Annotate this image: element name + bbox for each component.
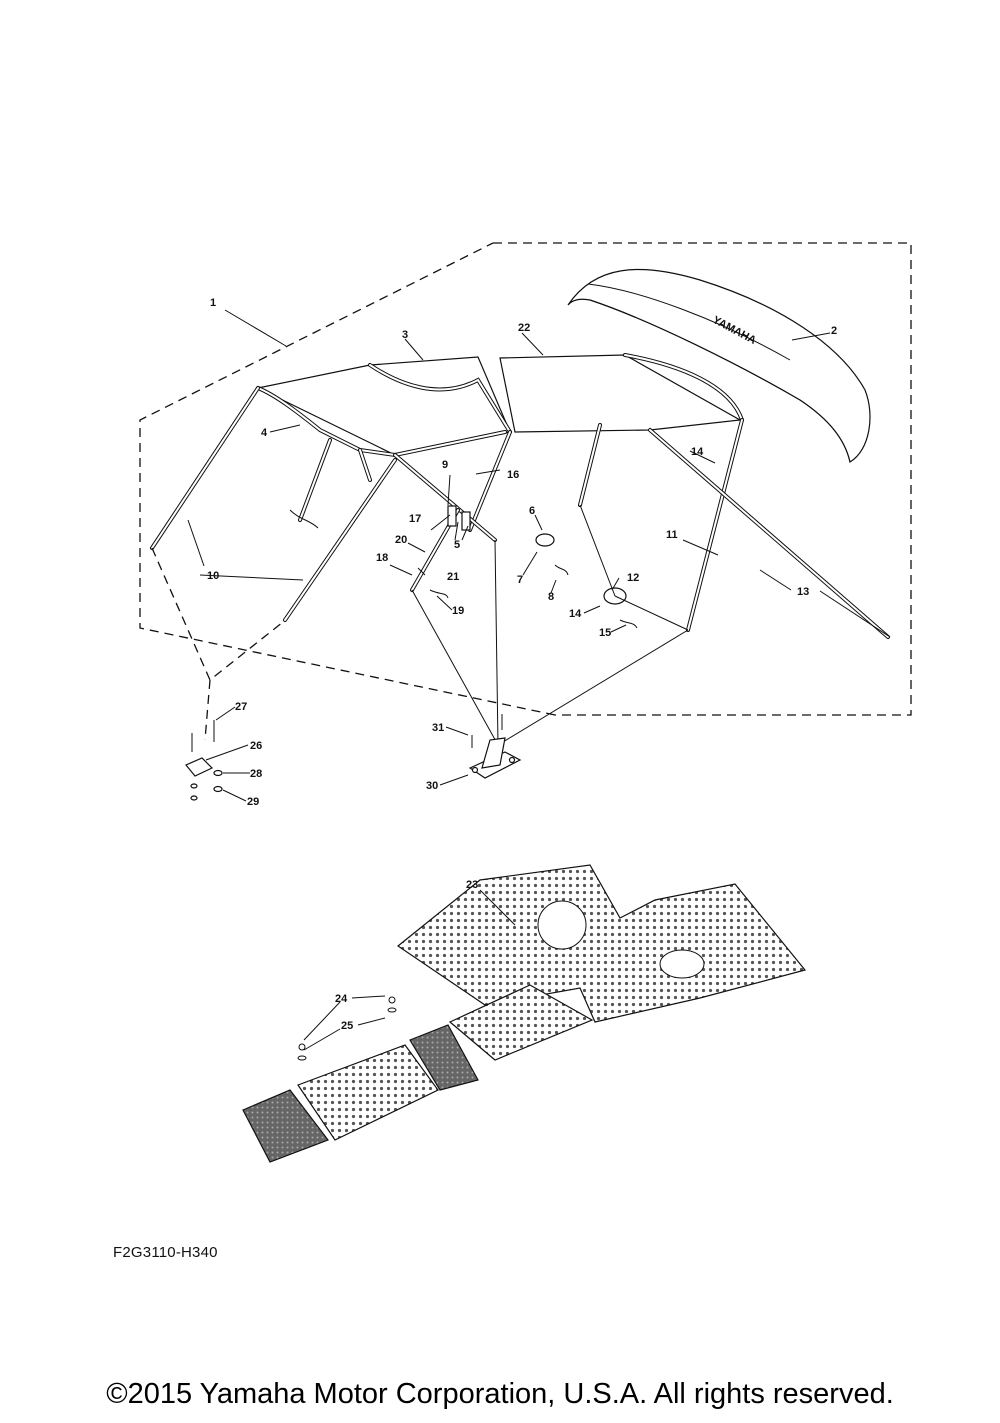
callout-25: 25	[341, 1020, 353, 1032]
assembly-boundary	[139, 242, 912, 716]
callout-10: 10	[207, 570, 219, 582]
callout-1: 1	[210, 297, 216, 309]
callout-19: 19	[452, 605, 464, 617]
frame-tubes	[150, 353, 890, 639]
callout-14-upper: 14	[691, 446, 704, 458]
callout-11: 11	[666, 529, 678, 541]
callout-30: 30	[426, 780, 438, 792]
callout-3: 3	[402, 329, 408, 341]
diagram-code: F2G3110-H340	[113, 1244, 218, 1261]
callout-6: 6	[529, 505, 535, 517]
callout-9: 9	[442, 459, 448, 471]
callout-12: 12	[627, 572, 639, 584]
callout-27: 27	[235, 701, 247, 713]
callout-21: 21	[447, 571, 459, 583]
callout-5: 5	[454, 539, 460, 551]
callout-16: 16	[507, 469, 519, 481]
part-3-bimini-top	[256, 356, 511, 456]
callout-14-lower: 14	[569, 608, 582, 620]
callout-22: 22	[518, 322, 530, 334]
part-30-deck-bracket	[468, 714, 522, 779]
lower-mats	[242, 984, 594, 1163]
callout-15: 15	[599, 627, 611, 639]
callout-26: 26	[250, 740, 262, 752]
part-22-rear-canopy	[499, 354, 742, 433]
part-26-fitting	[185, 720, 223, 801]
callout-18: 18	[376, 552, 388, 564]
leader-lines	[187, 309, 891, 1051]
callout-24: 24	[335, 993, 348, 1005]
part-2-storage-boot: YAMAHA	[567, 268, 871, 463]
callout-2: 2	[831, 325, 837, 337]
callout-23: 23	[466, 879, 478, 891]
link-lines-left	[151, 547, 284, 741]
callout-4: 4	[261, 427, 268, 439]
callout-28: 28	[250, 768, 262, 780]
copyright-notice: ©2015 Yamaha Motor Corporation, U.S.A. A…	[106, 1378, 894, 1410]
callout-13: 13	[797, 586, 809, 598]
callout-20: 20	[395, 534, 407, 546]
part-23-main-mat	[396, 864, 807, 1023]
callout-8: 8	[548, 591, 554, 603]
callout-labels: 1 2 3 4 5 6 7 8 9 10 11 12 13 14 14 15 1…	[207, 297, 837, 1032]
callout-31: 31	[432, 722, 444, 734]
callout-7: 7	[517, 574, 523, 586]
guide-lines	[411, 504, 689, 746]
callout-17: 17	[409, 513, 421, 525]
callout-29: 29	[247, 796, 259, 808]
